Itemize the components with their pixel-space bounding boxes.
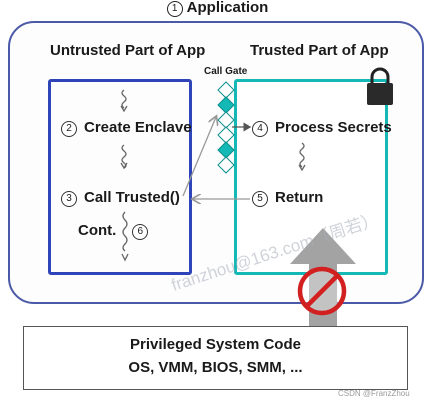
step-4-marker: 4	[252, 121, 268, 137]
prohibited-icon	[297, 266, 347, 316]
return-label: Return	[275, 189, 324, 206]
privileged-system-code-box: Privileged System Code OS, VMM, BIOS, SM…	[23, 326, 408, 390]
step-1-marker: 1	[166, 1, 183, 17]
credit-watermark: CSDN @FranzZhou	[338, 389, 410, 398]
step-3-marker: 3	[61, 191, 77, 207]
padlock-icon	[367, 67, 393, 105]
step-5-marker: 5	[252, 191, 268, 207]
squiggle-arrow-1	[120, 89, 128, 113]
create-enclave-label: Create Enclave	[84, 119, 192, 136]
step-return: 5 Return	[252, 189, 323, 207]
trusted-part-box	[234, 79, 388, 275]
squiggle-arrow-4	[298, 142, 306, 172]
process-secrets-label: Process Secrets	[275, 119, 392, 136]
call-trusted-label: Call Trusted()	[84, 189, 180, 206]
call-gate-diamonds	[217, 81, 235, 174]
step-2-marker: 2	[61, 121, 77, 137]
call-trusted-arrow	[182, 117, 216, 197]
application-label: Application	[186, 0, 269, 16]
untrusted-title: Untrusted Part of App	[50, 42, 206, 59]
step-6-marker: 6	[132, 224, 149, 240]
step-call-trusted: 3 Call Trusted()	[61, 189, 180, 207]
trusted-title: Trusted Part of App	[250, 42, 389, 59]
cont-label: Cont.	[78, 222, 117, 239]
privileged-title: Privileged System Code	[130, 336, 301, 353]
call-gate-label: Call Gate	[204, 66, 248, 77]
step-cont: Cont. 6	[78, 222, 149, 240]
step-create-enclave: 2 Create Enclave	[61, 119, 192, 137]
step-process-secrets: 4 Process Secrets	[252, 119, 392, 137]
privileged-items: OS, VMM, BIOS, SMM, ...	[128, 359, 303, 376]
squiggle-arrow-2	[120, 144, 128, 170]
squiggle-arrow-3	[121, 211, 129, 262]
